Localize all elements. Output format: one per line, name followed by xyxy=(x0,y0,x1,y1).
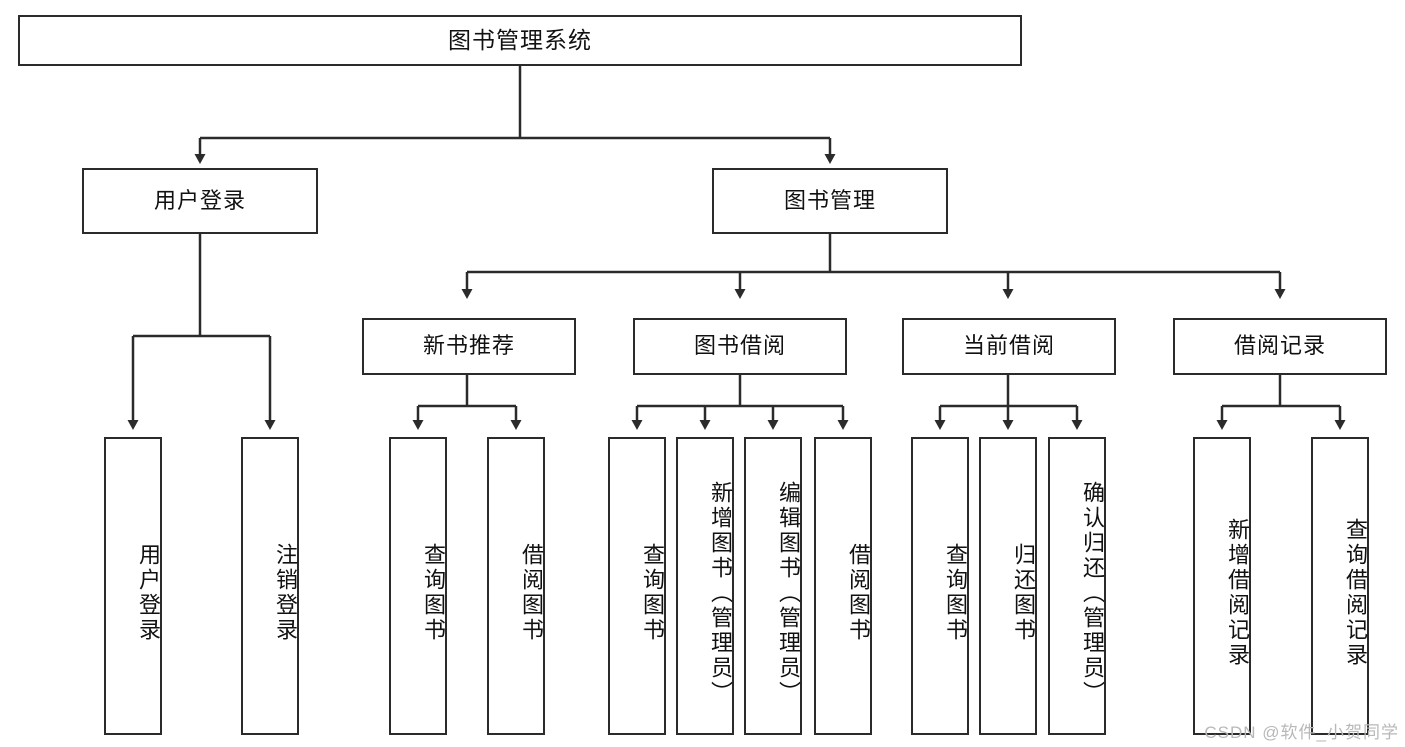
leaf-query-book-2[interactable]: 查询图书 xyxy=(608,437,666,735)
node-borrow-record[interactable]: 借阅记录 xyxy=(1173,318,1387,375)
leaf-label: 查询图书 xyxy=(943,543,968,643)
leaf-label: 查询借阅记录 xyxy=(1343,518,1368,668)
leaf-borrow-book-2[interactable]: 借阅图书 xyxy=(814,437,872,735)
leaf-label: 借阅图书 xyxy=(846,543,871,643)
node-user-login[interactable]: 用户登录 xyxy=(82,168,318,234)
leaf-label: 新增图书（管理员） xyxy=(708,480,733,706)
leaf-label: 借阅图书 xyxy=(519,543,544,643)
leaf-label: 查询图书 xyxy=(640,543,665,643)
leaf-query-record[interactable]: 查询借阅记录 xyxy=(1311,437,1369,735)
leaf-query-book-3[interactable]: 查询图书 xyxy=(911,437,969,735)
leaf-label: 用户登录 xyxy=(136,543,161,643)
node-book-borrow[interactable]: 图书借阅 xyxy=(633,318,847,375)
leaf-borrow-book-1[interactable]: 借阅图书 xyxy=(487,437,545,735)
node-book-manage[interactable]: 图书管理 xyxy=(712,168,948,234)
node-new-book-recommend[interactable]: 新书推荐 xyxy=(362,318,576,375)
leaf-add-book[interactable]: 新增图书（管理员） xyxy=(676,437,734,735)
node-current-borrow[interactable]: 当前借阅 xyxy=(902,318,1116,375)
leaf-user-login[interactable]: 用户登录 xyxy=(104,437,162,735)
leaf-label: 查询图书 xyxy=(421,543,446,643)
leaf-add-record[interactable]: 新增借阅记录 xyxy=(1193,437,1251,735)
leaf-label: 归还图书 xyxy=(1011,543,1036,643)
leaf-label: 确认归还（管理员） xyxy=(1080,480,1105,706)
leaf-query-book-1[interactable]: 查询图书 xyxy=(389,437,447,735)
leaf-label: 编辑图书（管理员） xyxy=(776,480,801,706)
node-root-system[interactable]: 图书管理系统 xyxy=(18,15,1022,66)
leaf-label: 新增借阅记录 xyxy=(1225,518,1250,668)
csdn-watermark: CSDN @软件_小贺同学 xyxy=(1204,723,1399,742)
leaf-logout[interactable]: 注销登录 xyxy=(241,437,299,735)
leaf-edit-book[interactable]: 编辑图书（管理员） xyxy=(744,437,802,735)
leaf-confirm-return[interactable]: 确认归还（管理员） xyxy=(1048,437,1106,735)
leaf-label: 注销登录 xyxy=(273,543,298,643)
leaf-return-book[interactable]: 归还图书 xyxy=(979,437,1037,735)
